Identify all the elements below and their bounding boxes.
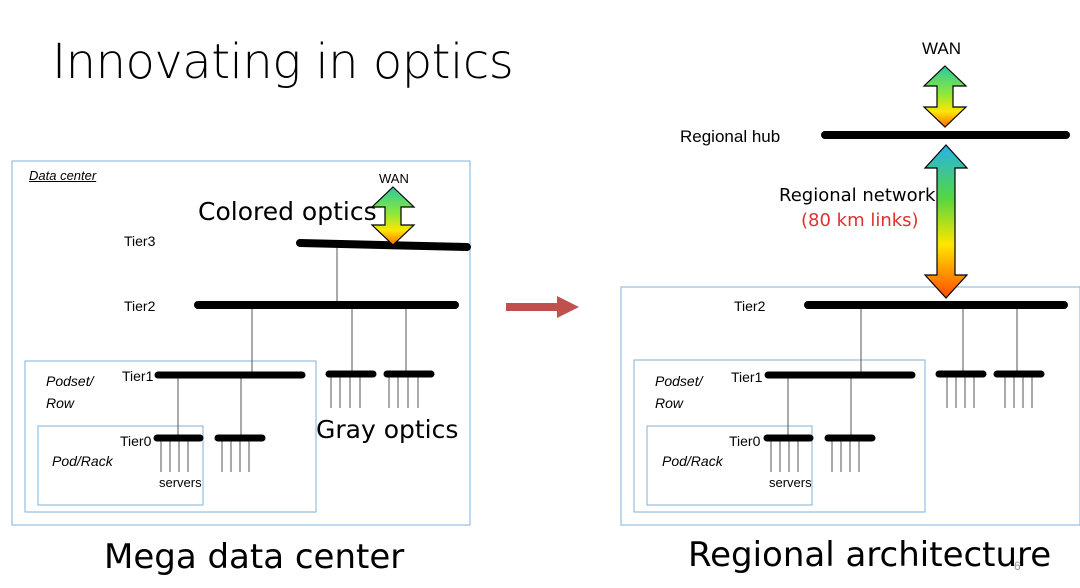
pod-rack-box [37, 425, 204, 506]
left-switches [153, 239, 471, 442]
right-tier0-label: Tier0 [729, 433, 761, 449]
regional-links-label: (80 km links) [801, 210, 919, 231]
podset-box [24, 360, 317, 513]
servers-label: servers [159, 475, 202, 490]
right-tier1-label: Tier1 [731, 369, 763, 385]
mega-data-center-caption: Mega data center [104, 537, 405, 577]
right-row-label: Row [655, 395, 684, 411]
left-diagram [11, 160, 471, 526]
gray-optics-label: Gray optics [316, 415, 459, 444]
regional-network-label: Regional network [779, 185, 936, 206]
right-tier2-label: Tier2 [734, 298, 766, 314]
right-wan-label: WAN [922, 39, 962, 58]
pod-rack-label: Pod/Rack [52, 453, 113, 469]
right-servers-label: servers [769, 475, 812, 490]
right-pod-rack-box [646, 425, 813, 506]
data-center-label: Data center [29, 168, 97, 183]
page-title: Innovating in optics [52, 34, 514, 90]
regional-hub-label: Regional hub [680, 127, 781, 146]
tier3-label: Tier3 [124, 233, 156, 249]
data-center-box [11, 160, 471, 526]
left-wan-arrow [370, 186, 416, 246]
left-links [160, 247, 419, 472]
right-diagram [620, 65, 1080, 526]
right-pod-rack-label: Pod/Rack [662, 453, 723, 469]
right-wan-arrow [922, 65, 968, 128]
right-links [770, 305, 1033, 472]
page-number: 6 [1014, 559, 1021, 573]
right-podset-box [633, 359, 926, 513]
regional-architecture-caption: Regional architecture [688, 535, 1052, 575]
tier1-label: Tier1 [122, 368, 154, 384]
transition-arrow [506, 296, 579, 318]
right-switches [763, 131, 1070, 442]
tier2-label: Tier2 [124, 298, 156, 314]
row-label: Row [46, 395, 75, 411]
right-data-center-box [620, 286, 1080, 526]
colored-optics-label: Colored optics [198, 197, 377, 226]
podset-label: Podset/ [46, 373, 94, 389]
left-wan-label: WAN [379, 171, 409, 186]
tier3-switch [296, 239, 471, 251]
regional-network-arrow [923, 144, 969, 299]
tier0-label: Tier0 [120, 433, 152, 449]
right-podset-label: Podset/ [655, 373, 703, 389]
